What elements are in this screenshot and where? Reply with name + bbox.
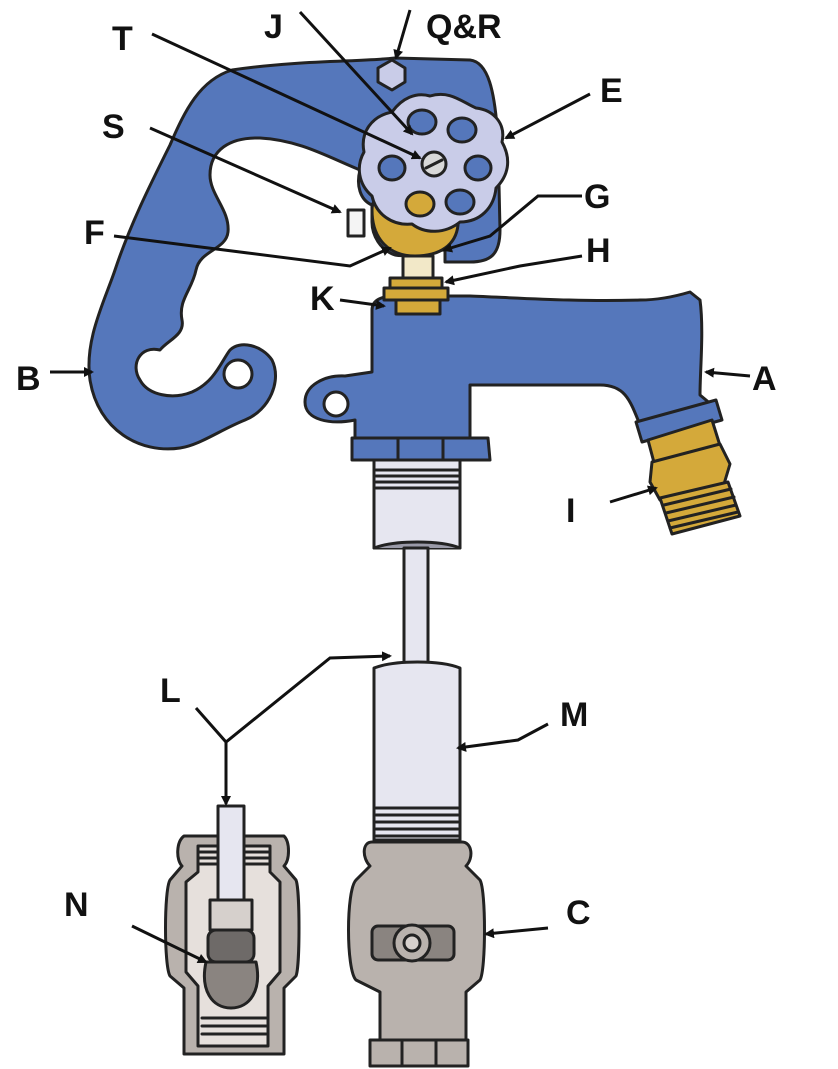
label-s: S xyxy=(102,108,125,146)
handwheel xyxy=(357,93,510,233)
label-j: J xyxy=(264,8,283,46)
standpipe-upper xyxy=(372,458,462,550)
label-i: I xyxy=(566,492,576,530)
wheel-spoke-hole xyxy=(446,116,478,144)
stem-collar xyxy=(382,286,450,302)
label-n: N xyxy=(64,886,89,924)
label-qr: Q&R xyxy=(426,8,502,46)
hose-outlet xyxy=(646,418,742,536)
standpipe-lower xyxy=(372,660,462,842)
label-c: C xyxy=(566,894,591,932)
label-l: L xyxy=(160,672,181,710)
wheel-spoke-hole xyxy=(463,154,493,182)
top-bolt xyxy=(376,58,407,92)
stem-washer xyxy=(401,254,435,280)
hook-hole xyxy=(222,358,254,390)
plunger-tip xyxy=(203,960,259,1010)
spout-body xyxy=(303,290,714,442)
wheel-spoke-hole xyxy=(406,108,438,136)
label-b: B xyxy=(16,360,41,398)
label-g: G xyxy=(584,178,611,216)
label-t: T xyxy=(112,20,133,58)
label-a: A xyxy=(752,360,777,398)
label-k: K xyxy=(310,280,335,318)
plunger-seal xyxy=(206,928,256,964)
label-f: F xyxy=(84,214,105,252)
set-screw xyxy=(346,208,366,238)
plunger-cutaway xyxy=(164,804,301,1056)
mount-lug-hole xyxy=(322,390,350,418)
label-e: E xyxy=(600,72,623,110)
leader-lines xyxy=(50,9,751,964)
cutaway-rod xyxy=(216,804,246,902)
base-hex-nut xyxy=(350,436,492,462)
wheel-spoke-hole xyxy=(377,154,407,182)
spout-collar xyxy=(634,398,724,444)
stem-collar-base xyxy=(394,298,442,316)
valve-body xyxy=(347,840,486,1068)
label-h: H xyxy=(586,232,611,270)
wheel-spoke-hole xyxy=(444,188,476,216)
operating-rod xyxy=(402,546,430,668)
label-m: M xyxy=(560,696,589,734)
